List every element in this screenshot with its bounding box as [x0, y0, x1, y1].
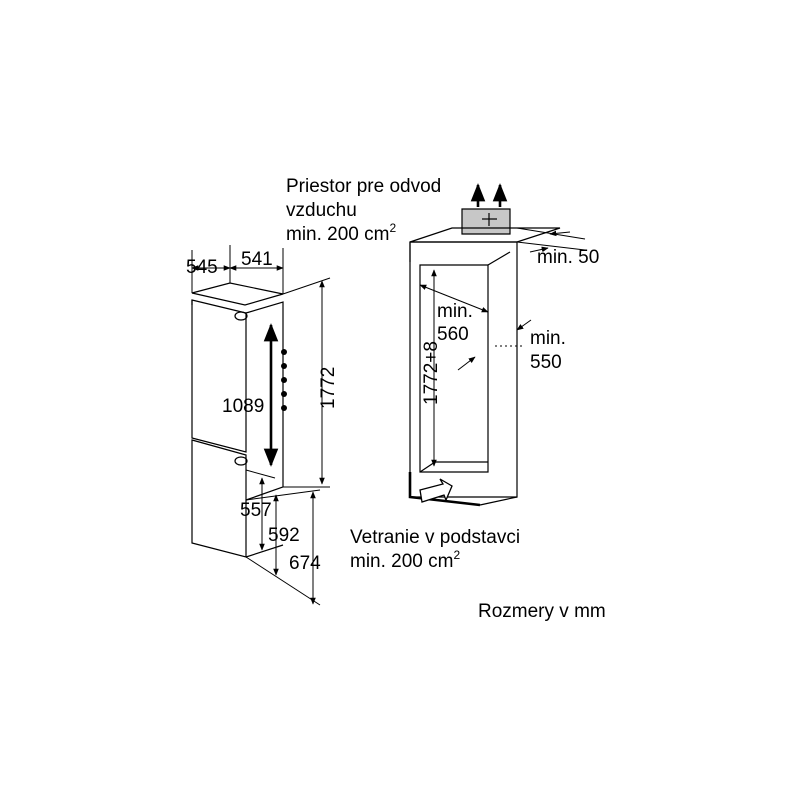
dim-lower-offset: 592 [268, 525, 300, 546]
niche-width-label-1: min. [437, 301, 473, 322]
appliance-top-face [191, 282, 284, 306]
vent-grille [461, 208, 511, 235]
upper-door-panel [191, 299, 247, 453]
back-gap-label: min. 50 [537, 247, 599, 268]
air-exhaust-label-3: min. 200 cm2 [286, 221, 396, 245]
niche-depth-label-2: 550 [530, 352, 562, 373]
dim-width-outer: 545 [186, 257, 218, 278]
niche-width-label-2: 560 [437, 324, 469, 345]
dim-height-total: 1772 [318, 367, 339, 409]
vent-symbol [482, 213, 497, 226]
installation-niche-view [408, 183, 586, 507]
plinth-airflow-arrow [419, 478, 453, 503]
air-exhaust-label-1: Priestor pre odvod [286, 176, 441, 197]
air-exhaust-label-2: vzduchu [286, 200, 357, 221]
dim-upper-door: 1089 [222, 396, 264, 417]
dim-lower-door: 557 [240, 500, 272, 521]
fixing-points [281, 349, 287, 411]
niche-opening [419, 264, 489, 473]
dim-width-inner: 541 [241, 249, 273, 270]
niche-depth-label-1: min. [530, 328, 566, 349]
plinth-vent-label-1: Vetranie v podstavci [350, 527, 520, 548]
lower-hinge [234, 456, 248, 466]
niche-height-label: 1772+8 [421, 341, 442, 405]
units-note: Rozmery v mm [478, 601, 606, 622]
plinth-vent-label-2: min. 200 cm2 [350, 548, 460, 572]
upper-hinge [234, 311, 248, 321]
appliance-side-view [191, 245, 331, 606]
dim-lower-total: 674 [289, 553, 321, 574]
plinth [408, 472, 481, 507]
